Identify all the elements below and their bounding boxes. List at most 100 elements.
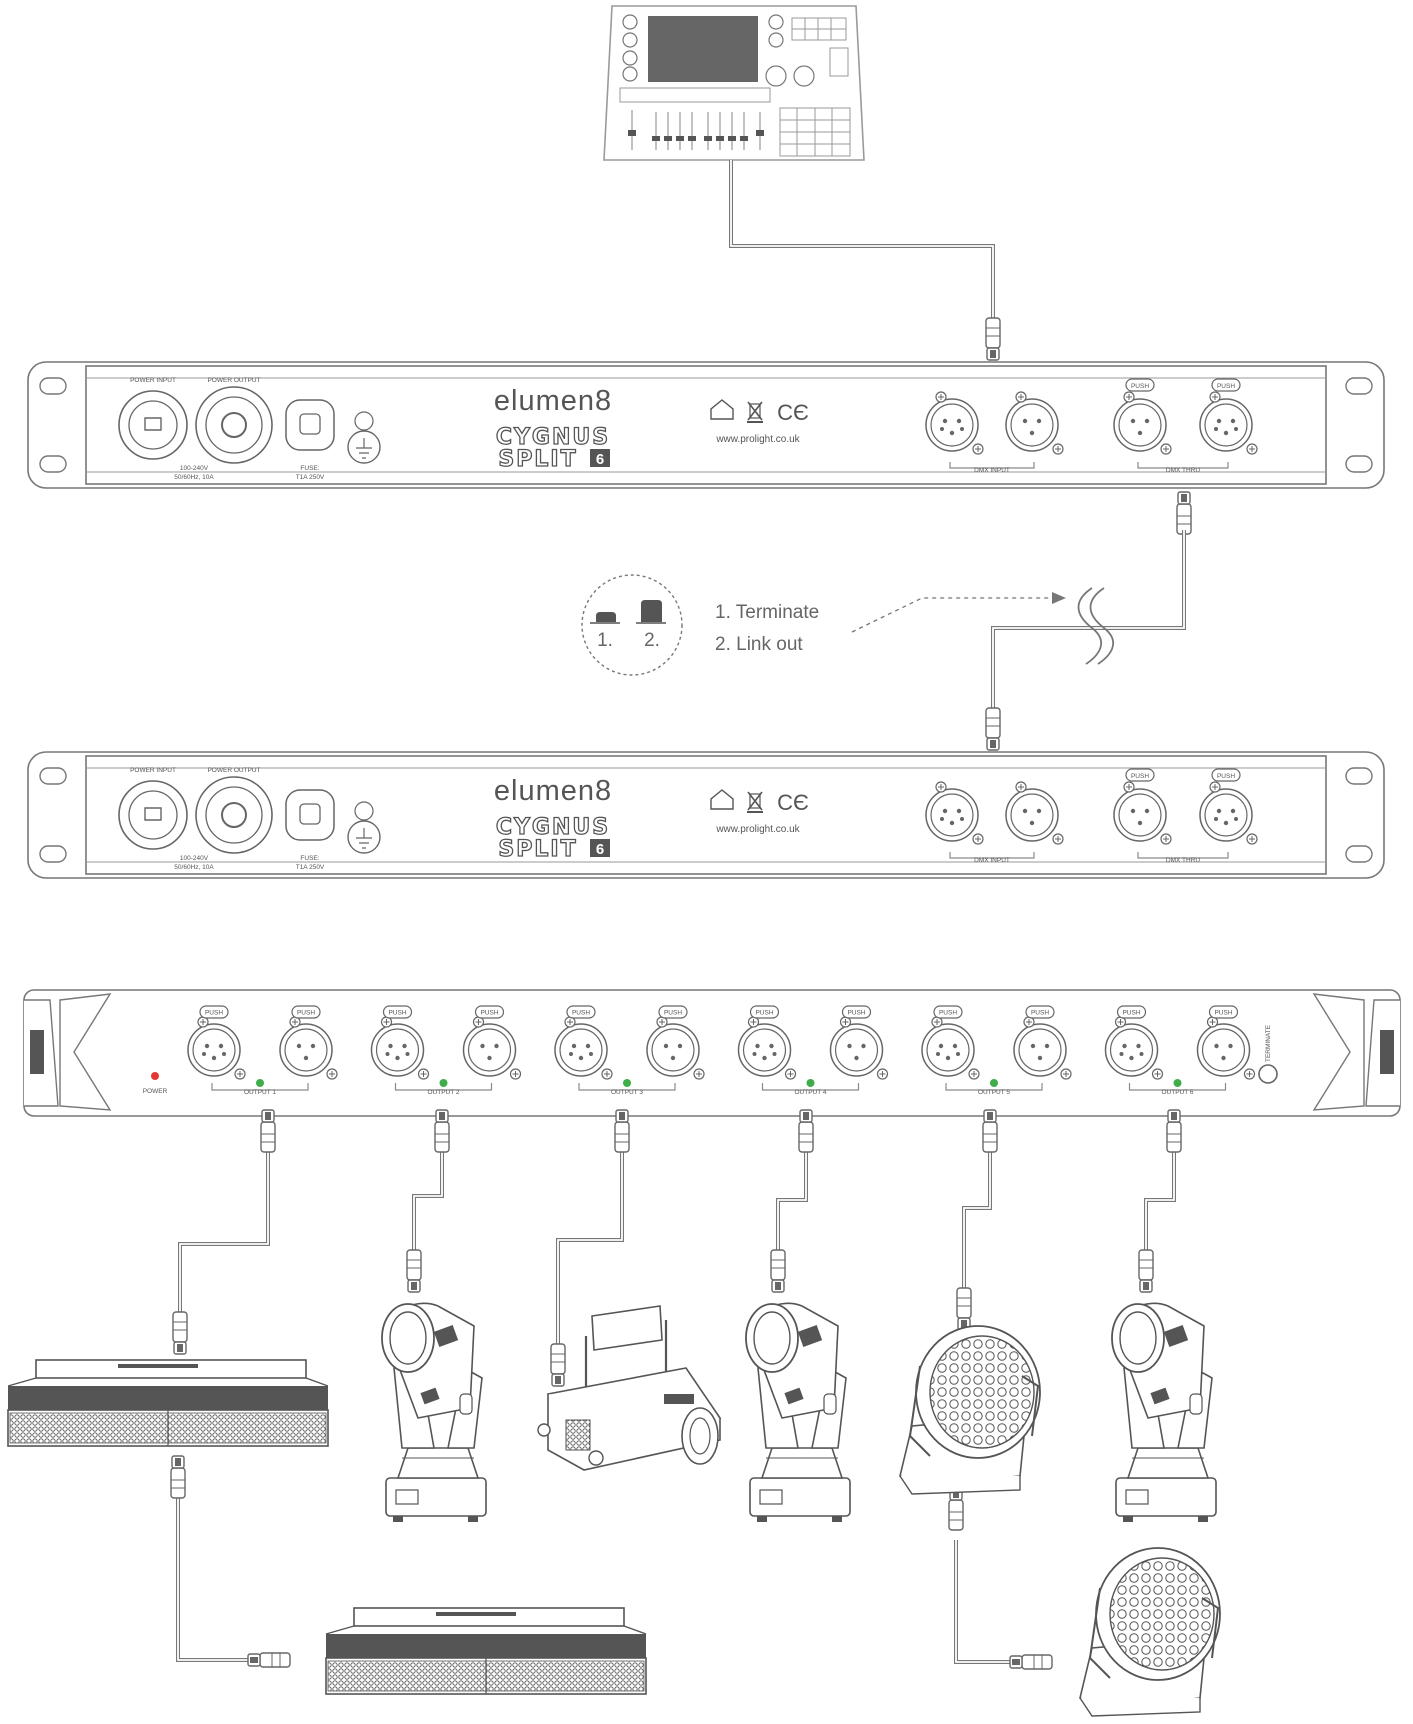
- push-tab[interactable]: [474, 1005, 505, 1019]
- push-tab[interactable]: [382, 1005, 413, 1019]
- power-led: [151, 1072, 159, 1080]
- push-tab[interactable]: [658, 1005, 688, 1019]
- fuse-label: FUSE:: [300, 465, 319, 472]
- fuse-value: T1A 250V: [296, 864, 325, 871]
- home-icon: [710, 399, 734, 420]
- fuse-value: T1A 250V: [296, 474, 325, 481]
- output-group-6: PUSH PUSH OUTPUT 6: [1106, 1005, 1256, 1096]
- output-3-label: OUTPUT 3: [611, 1089, 643, 1096]
- output-bracket: [394, 1083, 493, 1091]
- push-tab[interactable]: [933, 1005, 963, 1019]
- led-bar-icon: [325, 1607, 647, 1695]
- ce-mark-icon: CЄ: [777, 400, 809, 425]
- output-1-label: OUTPUT 1: [244, 1089, 276, 1096]
- push-tab[interactable]: [1025, 1005, 1055, 1019]
- power-input-label: POWER INPUT: [130, 377, 176, 384]
- fixture-cables: [170, 1109, 1182, 1670]
- output-group-3: PUSH PUSH OUTPUT 3: [555, 1005, 705, 1096]
- par-can-icon: [899, 1325, 1041, 1495]
- profile-spot-icon: [537, 1305, 722, 1471]
- push-label: PUSH: [939, 1010, 957, 1017]
- push-tab[interactable]: [566, 1005, 596, 1019]
- brand-name: elumen8: [494, 775, 612, 807]
- lighting-console-icon: [603, 5, 865, 161]
- weee-icon: [747, 791, 763, 813]
- ce-mark-icon: CЄ: [777, 790, 809, 815]
- terminate-button[interactable]: [1258, 1064, 1278, 1084]
- xlr-connector-icon: [985, 317, 1001, 361]
- frequency-label: 50/60Hz, 10A: [174, 864, 214, 871]
- push-tab[interactable]: [1116, 1005, 1147, 1019]
- output-4-label: OUTPUT 4: [794, 1089, 826, 1096]
- power-output-label: POWER OUTPUT: [207, 377, 260, 384]
- moving-head-icon: [381, 1302, 487, 1523]
- product-line1: CYGNUS: [496, 815, 610, 840]
- product-number: 6: [596, 451, 604, 468]
- power-label: POWER: [143, 1088, 168, 1095]
- push-label: PUSH: [1122, 1010, 1140, 1017]
- push-label: PUSH: [1217, 383, 1235, 390]
- product-line1: CYGNUS: [496, 425, 610, 450]
- push-tab[interactable]: [1208, 1005, 1239, 1019]
- website-url: www.prolight.co.uk: [715, 824, 800, 835]
- dmx-input-label: DMX INPUT: [974, 857, 1010, 864]
- legend-marker-1: 1.: [597, 630, 613, 651]
- cygnus-split-rear-panel-2: POWER INPUT POWER OUTPUT 100-240V 50/60H…: [27, 751, 1385, 879]
- output-bracket: [945, 1083, 1043, 1091]
- cygnus-split-front-panel: POWER TERMINATE: [23, 989, 1401, 1117]
- push-label: PUSH: [1214, 1010, 1232, 1017]
- push-label: PUSH: [205, 1010, 223, 1017]
- home-icon: [710, 789, 734, 810]
- legend-link-out: 2. Link out: [715, 634, 803, 655]
- voltage-label: 100-240V: [180, 465, 209, 472]
- push-label: PUSH: [297, 1010, 315, 1017]
- push-label: PUSH: [480, 1010, 498, 1017]
- product-line2: SPLIT: [498, 837, 577, 862]
- output-bracket: [211, 1083, 309, 1091]
- output-6-led: [1173, 1079, 1182, 1087]
- output-bracket: [1128, 1083, 1227, 1091]
- push-label: PUSH: [572, 1010, 590, 1017]
- power-output-label: POWER OUTPUT: [207, 767, 260, 774]
- push-label: PUSH: [755, 1010, 773, 1017]
- output-group-1: PUSH PUSH OUTPUT 1: [188, 1005, 338, 1096]
- output-1-led: [256, 1079, 264, 1087]
- fuse-label: FUSE:: [300, 855, 319, 862]
- par-can-icon: [1079, 1547, 1221, 1717]
- output-2-label: OUTPUT 2: [427, 1089, 459, 1096]
- terminate-linkout-legend: 1. 2. 1. Terminate 2. Link out: [581, 574, 1066, 676]
- dmx-thru-label: DMX THRU: [1166, 467, 1200, 474]
- push-label: PUSH: [1031, 1010, 1049, 1017]
- push-tab[interactable]: [199, 1005, 229, 1019]
- push-label: PUSH: [1131, 773, 1149, 780]
- push-label: PUSH: [388, 1010, 406, 1017]
- output-5-led: [990, 1079, 998, 1087]
- cable-link-split1-to-split2: [985, 491, 1192, 751]
- legend-marker-2: 2.: [644, 630, 660, 651]
- output-group-5: PUSH PUSH OUTPUT 5: [922, 1005, 1072, 1096]
- frequency-label: 50/60Hz, 10A: [174, 474, 214, 481]
- moving-head-icon: [1111, 1302, 1217, 1523]
- moving-head-icon: [745, 1302, 851, 1523]
- output-6-label: OUTPUT 6: [1161, 1089, 1193, 1096]
- terminate-label: TERMINATE: [1265, 1024, 1272, 1062]
- dmx-thru-label: DMX THRU: [1166, 857, 1200, 864]
- push-label: PUSH: [664, 1010, 682, 1017]
- website-url: www.prolight.co.uk: [715, 434, 800, 445]
- weee-icon: [747, 401, 763, 423]
- product-line2: SPLIT: [498, 447, 577, 472]
- output-bracket: [761, 1083, 860, 1091]
- output-3-led: [623, 1079, 631, 1087]
- led-bar-icon: [7, 1359, 329, 1447]
- push-label: PUSH: [1131, 383, 1149, 390]
- push-tab[interactable]: [749, 1005, 780, 1019]
- output-2-led: [439, 1079, 448, 1087]
- output-5-label: OUTPUT 5: [978, 1089, 1010, 1096]
- push-tab[interactable]: [841, 1005, 872, 1019]
- push-label: PUSH: [1217, 773, 1235, 780]
- brand-name: elumen8: [494, 385, 612, 417]
- push-tab[interactable]: [291, 1005, 321, 1019]
- output-bracket: [578, 1083, 676, 1091]
